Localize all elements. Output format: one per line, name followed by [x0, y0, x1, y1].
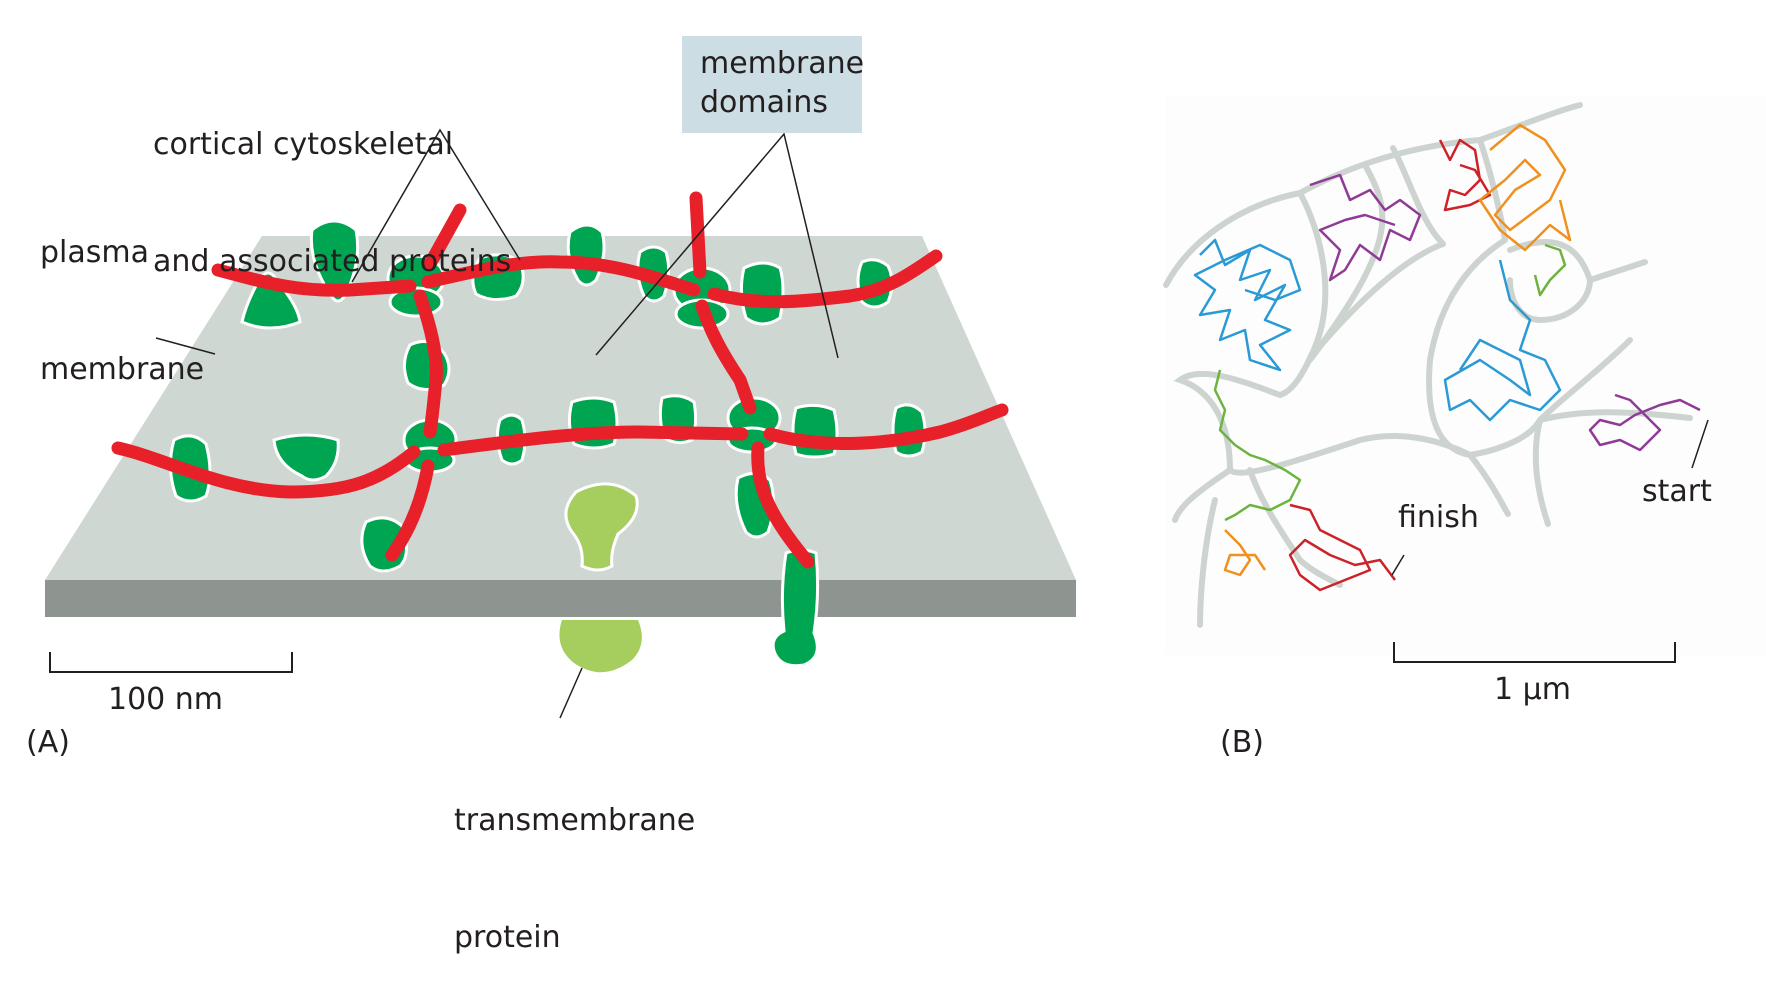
trajectory-green-left	[1213, 369, 1302, 522]
protein	[272, 433, 340, 482]
trajectory-red-bottom	[1288, 503, 1396, 592]
transmembrane-protein-top	[564, 482, 639, 572]
label-membrane-domains: membrane domains	[682, 36, 864, 133]
leader-lines	[155, 128, 839, 719]
panel-a-diagram	[45, 128, 1076, 719]
scale-bar-100nm	[49, 652, 293, 673]
transmembrane-protein-bottom	[559, 620, 642, 673]
compartment-boundaries	[1163, 102, 1693, 628]
filament	[695, 299, 757, 415]
trajectory-purple-start	[1588, 393, 1701, 452]
filament	[751, 441, 815, 569]
panel-label-a: (A)	[26, 725, 70, 760]
filament	[707, 249, 943, 309]
trajectory-blue-right	[1443, 259, 1562, 422]
label-plasma-membrane: plasma membrane	[40, 235, 205, 387]
trajectory-red-top	[1438, 138, 1492, 212]
panel-b-diagram	[1163, 95, 1766, 663]
panel-b-background	[1165, 95, 1766, 655]
filament	[421, 255, 701, 297]
filament	[211, 263, 417, 297]
scale-bar-label-a: 100 nm	[108, 682, 224, 717]
scale-bar-label-b: 1 µm	[1494, 672, 1571, 707]
protein	[739, 261, 785, 326]
protein	[240, 271, 302, 330]
filament	[385, 459, 435, 562]
trajectory-purple	[1309, 173, 1422, 282]
trajectory-orange-top	[1478, 123, 1572, 252]
label-start: start	[1642, 474, 1712, 509]
label-transmembrane-protein: transmembrane protein	[454, 803, 696, 955]
trajectory-green-small	[1533, 243, 1567, 297]
filament	[413, 289, 443, 439]
filament	[763, 403, 1009, 450]
label-cortical-cytoskeletal: cortical cytoskeletal and associated pro…	[153, 127, 512, 279]
transmembrane-protein-green	[771, 548, 820, 668]
start-leader	[1691, 419, 1709, 469]
label-finish: finish	[1398, 500, 1479, 535]
figure-canvas	[45, 95, 1766, 719]
filament	[423, 203, 467, 271]
filament	[111, 441, 421, 499]
trajectory-blue-left	[1193, 238, 1302, 372]
finish-leader	[1391, 554, 1405, 576]
trajectory-orange-bottom	[1223, 529, 1267, 577]
diffusion-trajectories	[1193, 123, 1701, 592]
scale-bar-1um	[1393, 642, 1676, 663]
cytoskeleton-filaments	[111, 191, 1009, 569]
membrane-edge	[45, 580, 1076, 617]
filament	[437, 425, 749, 457]
panel-label-b: (B)	[1220, 725, 1264, 760]
